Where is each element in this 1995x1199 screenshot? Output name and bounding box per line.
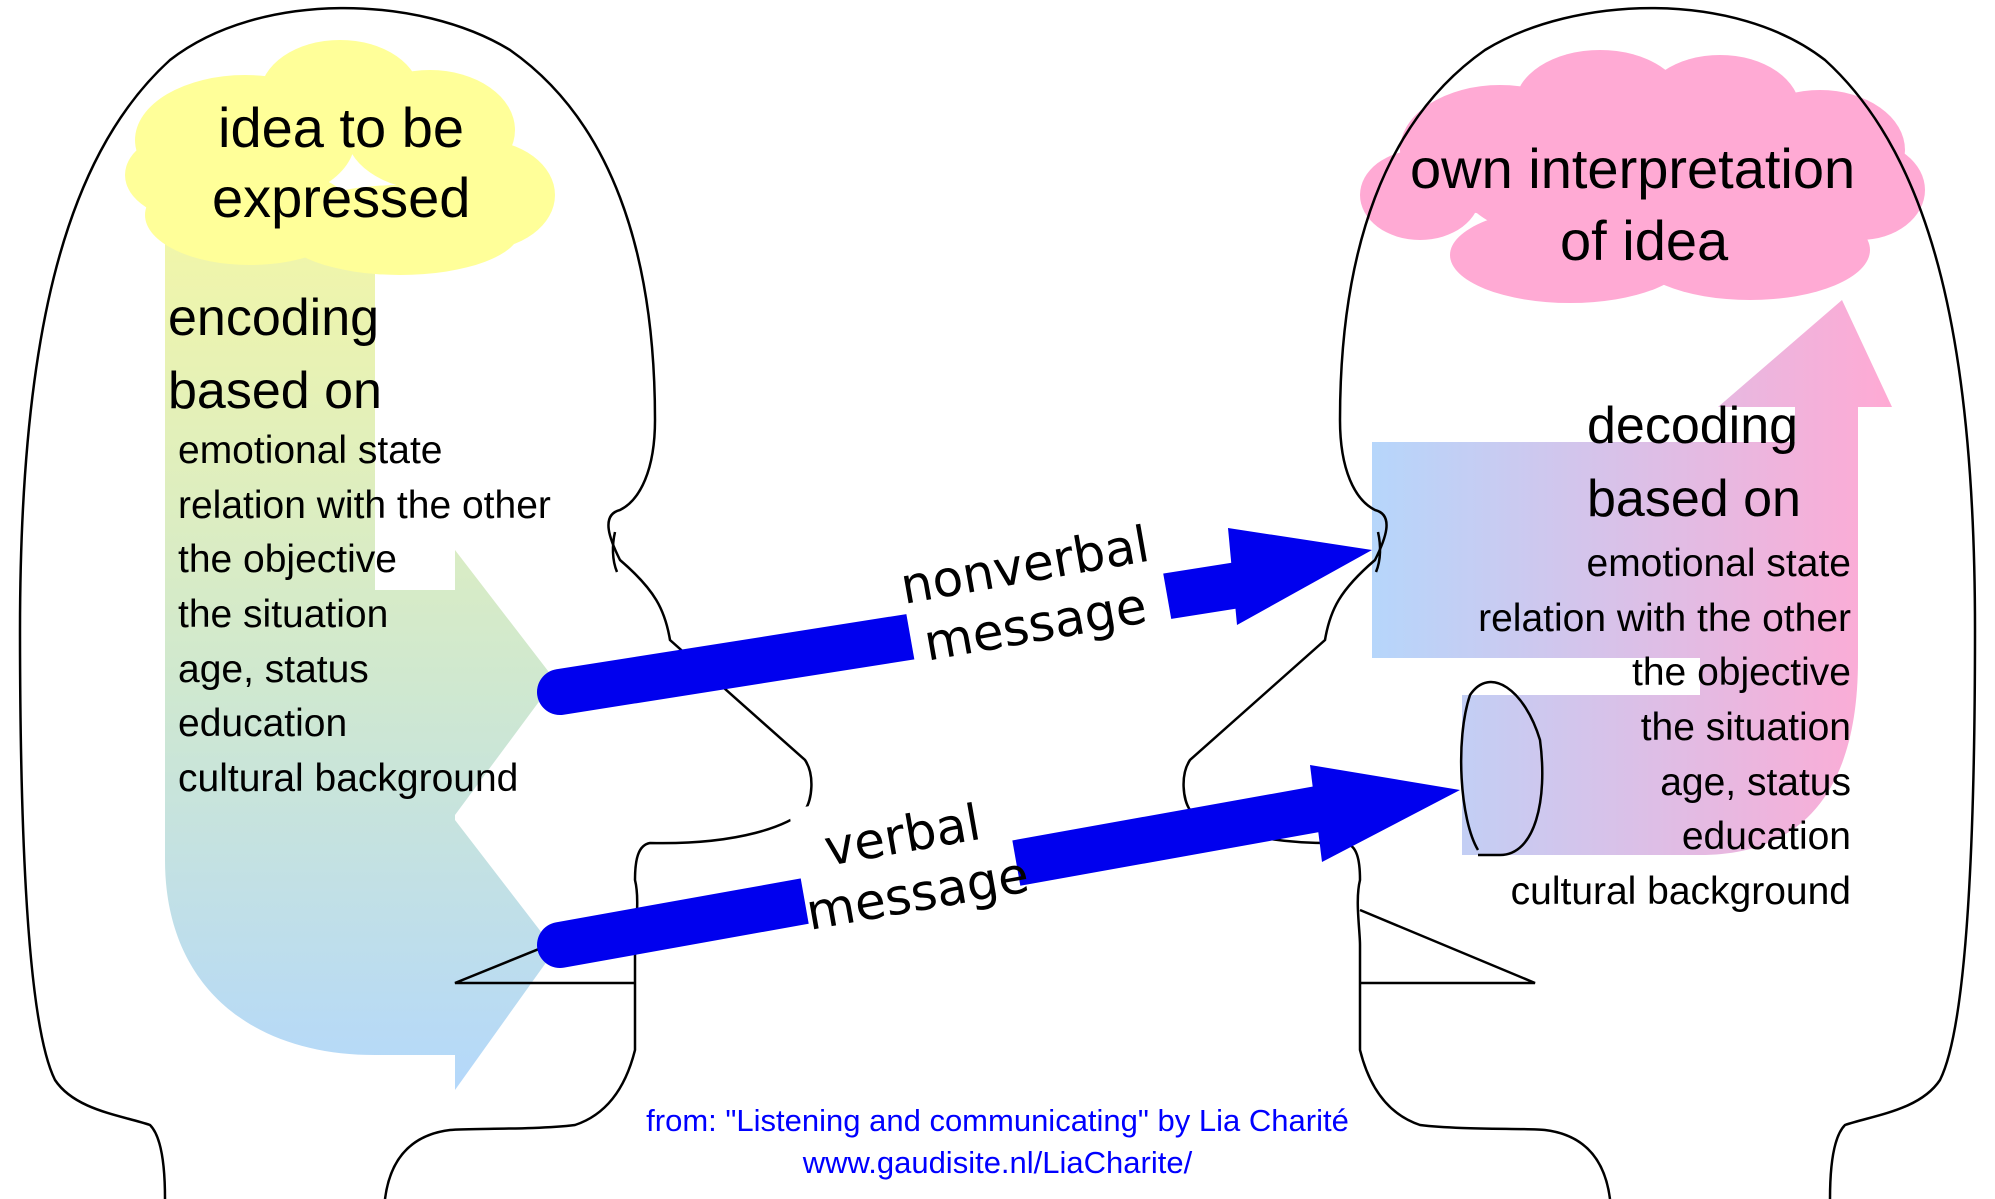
receiver-factor-item: the objective xyxy=(1632,651,1851,694)
interpretation-text-line1: own interpretation xyxy=(1410,137,1856,200)
receiver-factor-item: age, status xyxy=(1660,761,1851,804)
idea-text-line1: idea to be xyxy=(218,96,464,159)
sender-factor-item: relation with the other xyxy=(178,484,551,527)
idea-cloud xyxy=(125,40,555,275)
verbal-label-backdrop xyxy=(788,772,1027,958)
sender-head-outline xyxy=(18,6,813,1199)
sender-factor-item: age, status xyxy=(178,648,369,691)
credit-line-1: from: "Listening and communicating" by L… xyxy=(646,1103,1349,1138)
idea-text-line2: expressed xyxy=(212,166,471,229)
encoding-heading-line2: based on xyxy=(168,362,382,420)
receiver-ear-large xyxy=(1459,680,1544,857)
sender-factor-item: cultural background xyxy=(178,757,519,800)
sender-factor-item: the objective xyxy=(178,538,397,581)
receiver-mouth xyxy=(1359,908,1536,985)
sender-factor-item: emotional state xyxy=(178,429,443,472)
decoding-heading-line1: decoding xyxy=(1587,397,1799,455)
receiver-factor-item: the situation xyxy=(1640,706,1851,749)
receiver-factor-item: relation with the other xyxy=(1478,597,1851,640)
receiver-factor-item: emotional state xyxy=(1586,542,1852,585)
credit-url[interactable]: www.gaudisite.nl/LiaCharite/ xyxy=(802,1144,1193,1180)
receiver-head-outline xyxy=(1182,6,1977,1199)
nonverbal-label-backdrop xyxy=(893,498,1177,692)
sender-factor-item: the situation xyxy=(178,593,389,636)
credit-note: from: "Listening and communicating" by L… xyxy=(500,1100,1495,1184)
sender-ear xyxy=(611,531,619,573)
sender-factor-item: education xyxy=(178,702,348,745)
interpretation-text-line2: of idea xyxy=(1560,209,1729,272)
receiver-factor-item: education xyxy=(1681,815,1851,858)
receiver-factor-item: cultural background xyxy=(1510,870,1851,913)
encoding-heading-line1: encoding xyxy=(168,289,380,347)
receiver-ear-small xyxy=(1374,531,1382,573)
decoding-flow-arrow xyxy=(1372,300,1892,855)
encoding-flow-arrow xyxy=(165,200,555,1090)
decoding-heading-line2: based on xyxy=(1587,470,1801,528)
interpretation-cloud xyxy=(1360,50,1925,303)
